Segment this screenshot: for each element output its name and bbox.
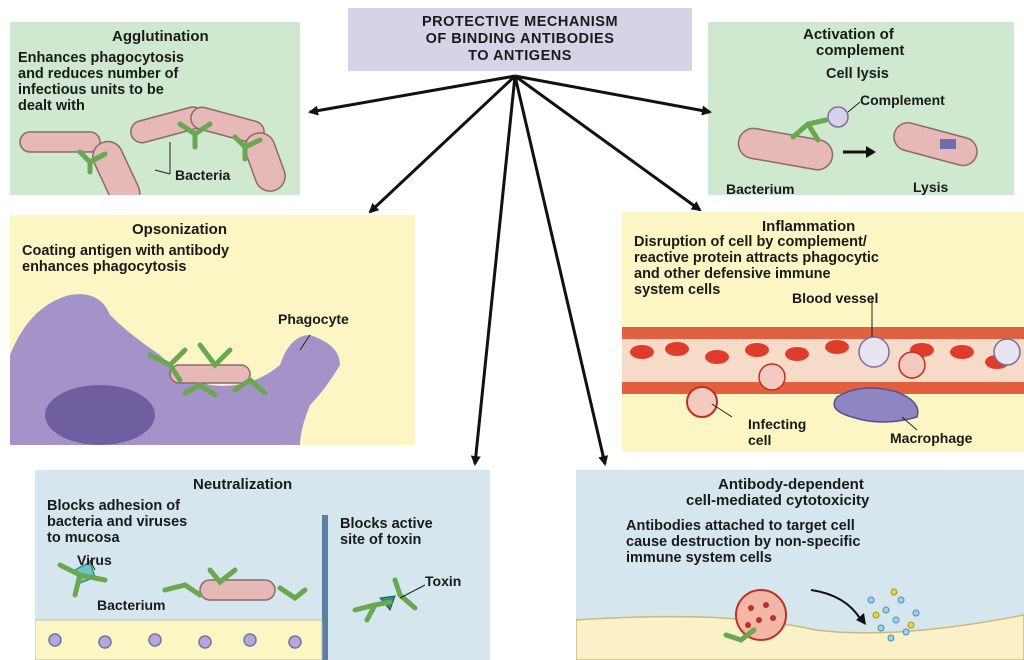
main-title-line-3: TO ANTIGENS <box>348 48 692 65</box>
main-title-line-1: PROTECTIVE MECHANISM <box>348 14 692 31</box>
label-blood-vessel: Blood vessel <box>792 290 878 306</box>
agglutination-panel: Agglutination Enhances phagocytosis and … <box>10 22 300 195</box>
agglutination-description: Enhances phagocytosis and reduces number… <box>18 50 184 114</box>
arrow-to-inflammation <box>515 76 700 210</box>
opsonization-title: Opsonization <box>132 221 227 238</box>
main-title: PROTECTIVE MECHANISM OF BINDING ANTIBODI… <box>348 8 692 71</box>
arrow-to-complement <box>515 76 710 112</box>
opsonization-description: Coating antigen with antibody enhances p… <box>22 243 229 275</box>
arrow-to-adcc <box>515 76 605 464</box>
label-complement: Complement <box>860 92 945 108</box>
opsonization-panel: Opsonization Coating antigen with antibo… <box>10 215 415 445</box>
neutralization-description-right: Blocks active site of toxin <box>340 516 433 548</box>
agglutination-title: Agglutination <box>112 28 209 45</box>
neutralization-panel: Neutralization Blocks adhesion of bacter… <box>35 470 490 660</box>
adcc-description: Antibodies attached to target cell cause… <box>626 518 860 566</box>
label-phagocyte: Phagocyte <box>278 311 349 327</box>
complement-title-line-2: complement <box>816 42 904 59</box>
adcc-title-line-2: cell-mediated cytotoxicity <box>686 492 869 509</box>
complement-title-line-1: Activation of <box>803 26 894 43</box>
adcc-title-line-1: Antibody-dependent <box>718 476 864 493</box>
main-title-line-2: OF BINDING ANTIBODIES <box>348 31 692 48</box>
neutralization-title: Neutralization <box>193 476 292 493</box>
label-bacteria: Bacteria <box>175 167 230 183</box>
inflammation-description: Disruption of cell by complement/ reacti… <box>634 234 879 298</box>
complement-subtitle: Cell lysis <box>826 66 889 82</box>
arrow-to-opsonization <box>370 76 515 212</box>
inflammation-title: Inflammation <box>762 218 855 235</box>
label-lysis: Lysis <box>913 179 948 195</box>
label-bacterium-neutralization: Bacterium <box>97 597 165 613</box>
label-toxin: Toxin <box>425 573 461 589</box>
inflammation-panel: Inflammation Disruption of cell by compl… <box>622 212 1024 452</box>
neutralization-description-left: Blocks adhesion of bacteria and viruses … <box>47 498 187 546</box>
label-bacterium-complement: Bacterium <box>726 181 794 195</box>
complement-panel: Activation of complement Cell lysis Comp… <box>708 22 1014 195</box>
label-infecting-cell: Infecting cell <box>748 416 806 448</box>
adcc-panel: Antibody-dependent cell-mediated cytotox… <box>576 470 1024 660</box>
label-virus: Virus <box>77 552 112 568</box>
label-macrophage: Macrophage <box>890 430 972 446</box>
arrow-to-agglutination <box>310 76 515 112</box>
arrow-to-neutralization <box>475 76 515 464</box>
